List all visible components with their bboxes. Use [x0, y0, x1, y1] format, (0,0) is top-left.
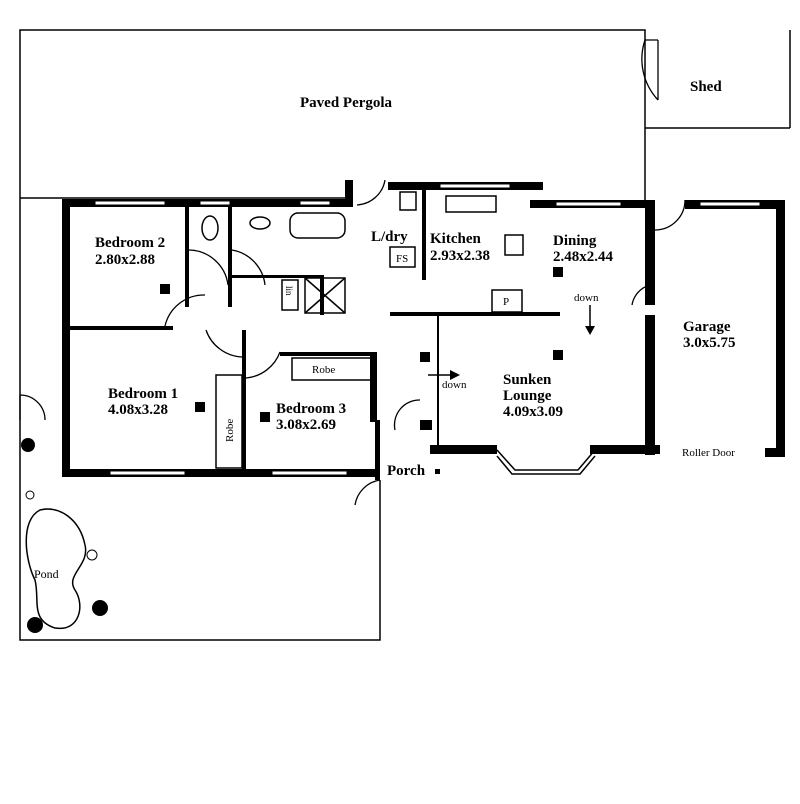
robe-bed1 [215, 374, 243, 469]
size-lounge: 4.09x3.09 [503, 404, 563, 420]
label-garage: Garage [683, 319, 731, 335]
toilet-icon [201, 215, 219, 241]
fs-box [389, 246, 416, 268]
fixtures [201, 191, 524, 469]
shower-icon [304, 277, 346, 314]
label-bedroom2: Bedroom 2 [95, 235, 165, 251]
plants [21, 438, 108, 633]
label-robe-bed3: Robe [312, 364, 335, 376]
label-down-2: down [442, 379, 467, 391]
size-bedroom3: 3.08x2.69 [276, 417, 336, 433]
label-shed: Shed [690, 79, 722, 95]
label-kitchen: Kitchen [430, 231, 481, 247]
sink-icon [399, 191, 417, 211]
label-fs: FS [396, 253, 408, 265]
size-kitchen: 2.93x2.38 [430, 248, 490, 264]
label-lounge-1: Sunken [503, 372, 552, 388]
size-dining: 2.48x2.44 [553, 249, 614, 265]
step-arrows [428, 305, 595, 380]
robe-bed3 [291, 357, 373, 381]
label-dining: Dining [553, 233, 597, 249]
label-bedroom1: Bedroom 1 [108, 386, 178, 402]
pantry-box [491, 289, 523, 313]
linen-box [281, 279, 299, 311]
label-pond: Pond [34, 567, 59, 581]
basin-icon [249, 216, 271, 230]
size-bedroom1: 4.08x3.28 [108, 402, 168, 418]
label-lounge-2: Lounge [503, 388, 552, 404]
label-roller-door: Roller Door [682, 447, 735, 459]
site-boundaries [19, 29, 791, 641]
light-markers [160, 267, 563, 474]
house-walls [62, 180, 785, 480]
label-down-1: down [574, 292, 599, 304]
size-bedroom2: 2.80x2.88 [95, 252, 155, 268]
pond [25, 508, 87, 629]
shed-door [641, 39, 659, 101]
stove-icon [504, 234, 524, 256]
doors [19, 179, 686, 506]
label-pantry: P [503, 296, 509, 308]
cooktop-icon [445, 195, 497, 213]
bath-icon [289, 212, 346, 239]
size-garage: 3.0x5.75 [683, 335, 736, 351]
label-robe-bed1: Robe [224, 419, 236, 442]
label-bedroom3: Bedroom 3 [276, 401, 346, 417]
windows [94, 183, 761, 476]
label-laundry: L/dry [371, 229, 408, 245]
label-pergola: Paved Pergola [300, 95, 393, 111]
label-porch: Porch [387, 463, 426, 479]
label-linen: lin [284, 286, 294, 296]
